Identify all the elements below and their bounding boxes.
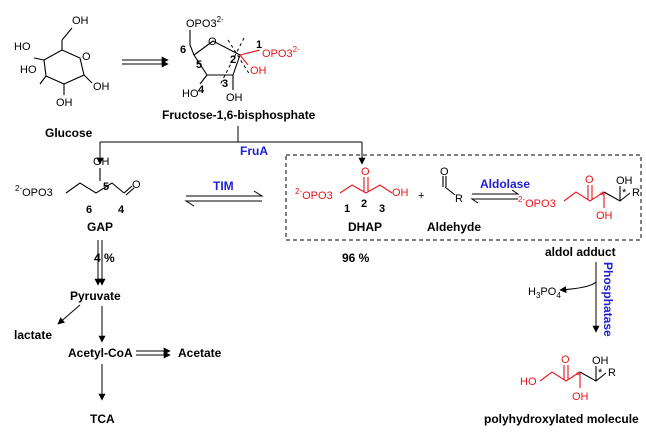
- glucose-oh-right: OH: [93, 81, 110, 93]
- label-aldol-adduct: aldol adduct: [545, 245, 616, 259]
- poly-oh-left: HO: [520, 376, 537, 388]
- gap-structure: 2-OPO3 OH O 6 5 4: [15, 156, 141, 216]
- adduct-phosphate: 2-OPO3: [518, 195, 556, 210]
- fbp-c1-num: 1: [256, 39, 262, 51]
- cleavage-line-1: [227, 39, 251, 76]
- arrow-acetylcoa-to-acetate: [136, 347, 171, 359]
- aldol-adduct-structure: 2-OPO3 O OH * * OH R: [518, 174, 640, 222]
- fruA-split-arrow: [96, 126, 366, 165]
- label-gap: GAP: [87, 220, 113, 234]
- fbp-c6-num: 6: [180, 44, 186, 56]
- arrow-gap-to-pyruvate: [94, 240, 106, 286]
- label-polyhydroxylated: polyhydroxylated molecule: [484, 412, 639, 426]
- fbp-ring-o: O: [208, 36, 217, 48]
- dhap-c2-num: 2: [361, 198, 367, 210]
- label-lactate: lactate: [14, 328, 52, 342]
- dashed-box-aldolase-reaction: [285, 154, 642, 241]
- adduct-oh-red: OH: [596, 210, 613, 222]
- adduct-ketone-o: O: [585, 174, 594, 186]
- cleavage-line-2: [219, 37, 245, 86]
- glucose-structure: OH HO HO O OH OH: [14, 15, 110, 109]
- glucose-ho-mid: HO: [20, 64, 37, 76]
- glucose-oh-top: OH: [72, 15, 89, 27]
- dhap-ketone-o: O: [361, 166, 370, 178]
- fbp-c2-oh: OH: [250, 65, 267, 77]
- fbp-c2-num: 2: [230, 54, 236, 66]
- gap-aldehyde-o: O: [132, 179, 141, 191]
- aldehyde-r: R: [455, 193, 463, 205]
- dhap-structure: 2-OPO3 O OH 1 2 3: [295, 166, 409, 215]
- arrow-pyruvate-to-lactate: [57, 304, 81, 325]
- phosphatase-arrow: [559, 262, 600, 333]
- label-fbp: Fructose-1,6-bisphosphate: [162, 108, 316, 122]
- label-glucose: Glucose: [45, 126, 93, 140]
- enzyme-fruA: FruA: [240, 144, 268, 158]
- fbp-c4-num: 4: [198, 84, 205, 96]
- gap-oh: OH: [93, 156, 110, 168]
- label-dhap: DHAP: [348, 220, 382, 234]
- glucose-oh-bottom: OH: [56, 97, 73, 109]
- poly-stereo-red: *: [576, 370, 581, 382]
- glucose-ho-left: HO: [14, 41, 31, 53]
- poly-r: R: [608, 367, 616, 379]
- fbp-structure: OPO32- O 6 5 4 3 2 1 OPO32- OH HO OH: [180, 15, 300, 104]
- adduct-stereo-black: *: [622, 187, 627, 199]
- poly-stereo-black: *: [598, 367, 603, 379]
- fbp-c6-phosphate: OPO32-: [186, 15, 224, 30]
- aldolase-equilibrium-arrow: [470, 189, 520, 204]
- fbp-c5-num: 5: [196, 59, 202, 71]
- aldehyde-o: O: [440, 166, 449, 178]
- label-acetate: Acetate: [178, 346, 222, 360]
- gap-c5-num: 5: [103, 181, 109, 193]
- arrow-glucose-to-fbp: [122, 56, 169, 68]
- adduct-r: R: [632, 187, 640, 199]
- fbp-c3-num: 3: [222, 78, 228, 90]
- gap-c4-num: 4: [118, 204, 125, 216]
- adduct-oh-black: OH: [616, 175, 633, 187]
- poly-ketone-o: O: [561, 354, 570, 366]
- plus-sign: +: [418, 190, 424, 202]
- tim-equilibrium-arrow: [184, 190, 264, 207]
- byproduct-h3po4: H3PO4: [528, 286, 561, 300]
- enzyme-phosphatase: Phosphatase: [601, 262, 615, 337]
- dhap-c1-num: 1: [344, 203, 350, 215]
- dhap-oh: OH: [392, 187, 409, 199]
- fbp-c3-oh: OH: [226, 92, 243, 104]
- label-pyruvate: Pyruvate: [70, 289, 121, 303]
- yield-dhap: 96 %: [342, 251, 370, 265]
- gap-phosphate: 2-OPO3: [15, 184, 53, 199]
- enzyme-tim: TIM: [213, 179, 234, 193]
- poly-oh-red: OH: [572, 391, 589, 403]
- polyhydroxylated-structure: HO O OH * * OH R: [520, 354, 616, 403]
- glucose-ring-o: O: [82, 51, 91, 63]
- gap-c6-num: 6: [86, 204, 92, 216]
- label-aldehyde: Aldehyde: [427, 220, 481, 234]
- adduct-stereo-red: *: [600, 190, 605, 202]
- fbp-c1-phosphate: OPO32-: [262, 45, 300, 60]
- enzyme-aldolase: Aldolase: [480, 177, 530, 191]
- label-tca: TCA: [90, 412, 115, 426]
- aldehyde-structure: O R: [440, 166, 463, 205]
- yield-gap: 4 %: [94, 251, 115, 265]
- dhap-phosphate: 2-OPO3: [295, 187, 333, 202]
- label-acetyl-coa: Acetyl-CoA: [68, 346, 133, 360]
- poly-oh-black: OH: [592, 355, 609, 367]
- dhap-c3-num: 3: [379, 203, 385, 215]
- fbp-c4-ho: HO: [182, 88, 199, 100]
